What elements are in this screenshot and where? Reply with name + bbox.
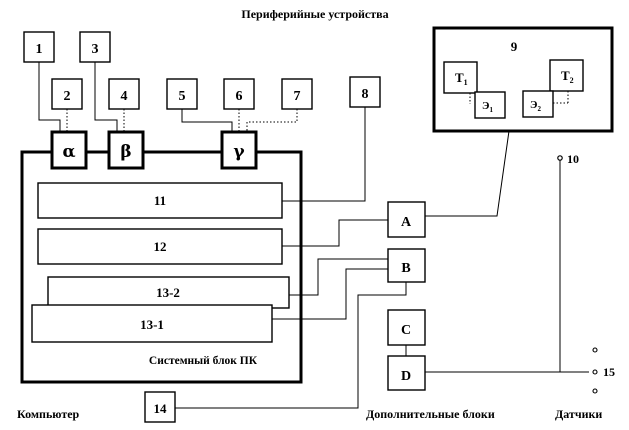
peripheral-6 [223, 78, 255, 110]
block-C [387, 309, 426, 346]
sensor-10-label: 10 [567, 152, 579, 166]
port-beta [107, 130, 145, 170]
e2-label: Э2 [530, 99, 541, 113]
group-9-number: 9 [511, 39, 518, 54]
t2-box [549, 59, 584, 92]
peripheral-3-label: 3 [92, 42, 99, 57]
sensor-15-point [592, 369, 598, 375]
unit-11-label: 11 [154, 193, 166, 208]
caption-computer: Компьютер [17, 407, 80, 421]
sensor-15-label: 15 [603, 365, 615, 379]
port-alpha [50, 130, 88, 170]
peripheral-8-label: 8 [362, 87, 369, 102]
unit-12 [37, 228, 283, 265]
unit-13-1 [31, 304, 273, 343]
box-14-label: 14 [154, 401, 168, 416]
box-14 [144, 391, 176, 423]
block-B-label: B [401, 261, 410, 276]
unit-13-2 [47, 276, 290, 309]
peripheral-5-label: 5 [179, 89, 186, 104]
block-B [387, 248, 426, 283]
port-beta-label: β [120, 142, 131, 162]
peripheral-7-label: 7 [294, 89, 301, 104]
t1-box [443, 61, 478, 94]
sensor-10-point [557, 155, 563, 161]
e2-box [522, 90, 554, 118]
sensor-point-upper [592, 347, 598, 353]
block-C-label: C [401, 323, 411, 338]
unit-12-label: 12 [154, 239, 167, 254]
system-block-label: Системный блок ПК [149, 355, 258, 367]
peripheral-5 [166, 78, 198, 110]
t1-label: T1 [455, 70, 468, 87]
block-D-label: D [401, 369, 411, 384]
t2-label: T2 [561, 68, 574, 85]
e1-box [474, 91, 506, 119]
peripheral-2-label: 2 [64, 89, 71, 104]
port-gamma [220, 130, 258, 170]
peripheral-4-label: 4 [121, 89, 128, 104]
block-A-label: A [401, 215, 412, 230]
caption-sensors: Датчики [555, 407, 602, 421]
e1-label: Э1 [482, 100, 493, 114]
unit-11 [37, 182, 283, 219]
peripheral-1-label: 1 [36, 42, 43, 57]
peripheral-7 [281, 78, 313, 110]
caption-additional: Дополнительные блоки [366, 407, 495, 421]
unit-13-1-label: 13-1 [140, 317, 164, 332]
peripheral-4 [108, 78, 140, 110]
diagram-title: Периферийные устройства [241, 7, 388, 21]
unit-13-2-label: 13-2 [156, 285, 180, 300]
port-gamma-label: γ [233, 142, 245, 162]
sensor-point-lower [592, 388, 598, 394]
peripheral-6-label: 6 [236, 89, 243, 104]
port-alpha-label: α [62, 142, 75, 162]
